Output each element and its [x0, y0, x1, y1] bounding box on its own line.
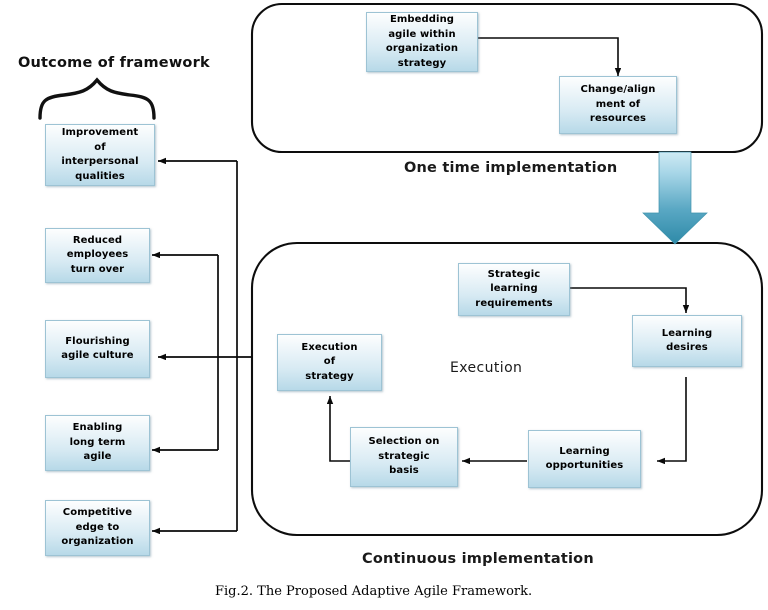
- connector-selection-to-execution: [326, 396, 350, 462]
- process-box-learning-opportunities[interactable]: Learning opportunities: [528, 430, 641, 488]
- process-line: Learning: [661, 327, 713, 339]
- connector-desires-to-opportunities: [657, 377, 687, 465]
- process-line: Selection on: [368, 436, 440, 448]
- process-box-learning-desires[interactable]: Learning desires: [632, 315, 742, 367]
- process-line: opportunities: [545, 460, 624, 471]
- process-line: of: [323, 356, 336, 368]
- process-line: strategy: [305, 370, 354, 382]
- process-line: basis: [389, 465, 419, 477]
- outcome-line: Reduced: [72, 234, 123, 246]
- outcome-line: Flourishing: [65, 335, 130, 347]
- outcome-line: turn over: [70, 263, 125, 275]
- process-line: learning: [490, 283, 538, 295]
- process-line: Change/align: [580, 84, 656, 96]
- process-line: Learning: [559, 445, 610, 457]
- process-line: desires: [666, 342, 708, 353]
- process-line: strategic: [378, 450, 430, 462]
- process-box-selection-strategic-basis[interactable]: Selection on strategic basis: [350, 427, 458, 487]
- process-line: resources: [589, 113, 647, 125]
- process-line: Strategic: [487, 268, 541, 280]
- outcome-box-reduced-turnover[interactable]: Reduced employees turn over: [45, 228, 150, 283]
- figure-caption: Fig.2. The Proposed Adaptive Agile Frame…: [215, 584, 533, 599]
- outcome-line: Enabling: [72, 422, 123, 434]
- outcome-line: agile: [83, 451, 112, 463]
- process-line: agile within: [388, 28, 456, 40]
- outcome-line: of: [94, 141, 106, 153]
- outcome-line: Improvement: [61, 127, 139, 138]
- process-line: requirements: [475, 297, 553, 309]
- process-line: strategy: [397, 57, 447, 69]
- outcome-box-improvement-interpersonal[interactable]: Improvement of interpersonal qualities: [45, 124, 155, 186]
- process-box-change-alignment[interactable]: Change/align ment of resources: [559, 76, 677, 134]
- outcome-line: qualities: [75, 170, 125, 182]
- outcome-line: edge to: [75, 521, 120, 533]
- process-line: Execution: [301, 341, 358, 353]
- process-line: organization: [385, 43, 459, 54]
- curly-brace-icon: [38, 77, 156, 120]
- connector-requirements-to-desires: [570, 287, 690, 313]
- connector-embedding-to-change: [478, 37, 622, 76]
- process-box-strategic-learning-requirements[interactable]: Strategic learning requirements: [458, 263, 570, 316]
- outcome-line: Competitive: [62, 507, 133, 519]
- outcome-line: interpersonal: [61, 156, 139, 167]
- execution-label: Execution: [450, 360, 523, 376]
- process-box-execution-of-strategy[interactable]: Execution of strategy: [277, 334, 382, 391]
- outcome-box-competitive-edge[interactable]: Competitive edge to organization: [45, 500, 150, 556]
- outcome-box-enabling-long-term[interactable]: Enabling long term agile: [45, 415, 150, 471]
- outcome-of-framework-heading: Outcome of framework: [18, 55, 210, 71]
- outcome-line: agile culture: [61, 350, 134, 361]
- outcome-box-flourishing-culture[interactable]: Flourishing agile culture: [45, 320, 150, 378]
- process-box-embedding-agile[interactable]: Embedding agile within organization stra…: [366, 12, 478, 72]
- process-line: Embedding: [389, 14, 455, 25]
- outcome-line: long term: [69, 436, 126, 448]
- outcome-line: organization: [61, 536, 134, 548]
- one-time-container: [250, 2, 764, 154]
- process-line: ment of: [595, 98, 641, 110]
- continuous-implementation-label: Continuous implementation: [362, 551, 594, 567]
- down-flow-arrow-icon: [642, 151, 708, 245]
- outcome-line: employees: [66, 249, 129, 261]
- one-time-implementation-label: One time implementation: [404, 160, 618, 176]
